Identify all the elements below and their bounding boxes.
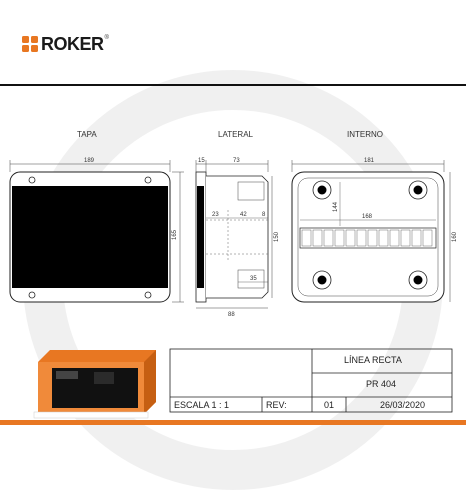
title-block	[169, 348, 453, 413]
brand-name: ROKER	[41, 33, 104, 54]
roker-logo: ROKER ®	[22, 33, 109, 55]
title-block-scale: ESCALA 1 : 1	[174, 400, 230, 410]
tapa-height-dim: 165	[172, 229, 178, 240]
lateral-top-a-dim: 15	[198, 158, 205, 164]
lateral-bottom-a-dim: 35	[250, 276, 257, 282]
roker-logo-icon	[22, 36, 38, 52]
lateral-height-dim: 150	[274, 231, 280, 242]
title-block-rev-value: 01	[324, 400, 335, 410]
interno-height-dim: 160	[452, 231, 458, 242]
lateral-d1-dim: 23	[212, 212, 219, 218]
view-title-lateral: LATERAL	[218, 130, 253, 139]
interno-vertical-dim: 144	[333, 201, 339, 212]
lateral-top-b-dim: 73	[233, 158, 240, 164]
tapa-width-dim: 189	[84, 158, 95, 164]
lateral-d2-dim: 42	[240, 212, 247, 218]
registered-mark: ®	[104, 35, 109, 41]
view-title-interno: INTERNO	[347, 130, 383, 139]
title-block-rev-label: REV:	[266, 400, 287, 410]
interno-rail-dim: 168	[362, 214, 373, 220]
product-photo	[33, 350, 156, 419]
title-block-date: 26/03/2020	[380, 400, 426, 410]
tapa-view	[9, 160, 184, 303]
drawing-frame-top	[0, 84, 466, 86]
view-title-tapa: TAPA	[77, 130, 97, 139]
lateral-view	[195, 160, 273, 309]
title-block-line: LÍNEA RECTA	[344, 355, 402, 365]
title-block-model: PR 404	[366, 379, 397, 389]
interno-width-dim: 181	[364, 158, 375, 164]
brand-accent-bar	[0, 420, 466, 425]
interno-view	[291, 160, 451, 303]
lateral-bottom-b-dim: 88	[228, 312, 235, 318]
lateral-d3-dim: 8	[262, 212, 266, 218]
